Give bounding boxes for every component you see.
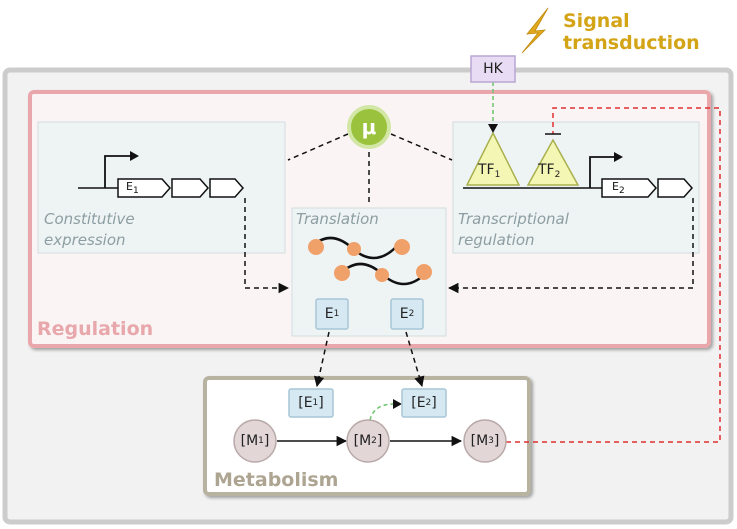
tf1-label: TF1 [478,162,501,180]
m2-to-e2-activation-head [393,399,402,409]
constitutive-promoter-head [130,151,139,161]
signal-line2: transduction [563,32,700,54]
gene-e2-label: E2 [612,180,625,196]
signal-transduction-label: Signal transduction [563,10,700,54]
ribosome-mrna-icon [308,236,432,286]
mu-link-left [287,133,349,161]
mu-label: μ [361,115,377,139]
tf1-triangle [465,131,521,186]
metabolism-title: Metabolism [214,469,339,491]
transcriptional-promoter-head [614,152,623,162]
gene-block-e2 [601,178,658,198]
feedback-m3-to-tf2 [506,107,721,443]
hk-box [470,55,516,83]
regulation-title: Regulation [37,318,154,340]
gene-block-e2-b [657,178,694,198]
m3-circle [463,419,507,463]
gene-block-e1 [117,178,172,198]
transcriptional-promoter [589,156,614,188]
hk-to-tf1-head [488,124,498,133]
m2-circle [346,419,390,463]
e1-translation-box [315,298,349,330]
signal-line1: Signal [563,10,630,32]
tf2-label: TF2 [538,162,561,180]
e2-concentration-box [401,388,447,418]
gene-e1-label: E1 [126,180,139,196]
transcriptional-to-translation-arrow [447,198,694,294]
hk-label: HK [483,61,503,77]
transcriptional-label-line2: regulation [458,231,535,249]
transcriptional-label-line1: Transcriptional [458,210,569,228]
tf2-triangle [526,138,580,186]
e2-translation-to-conc-arrow [405,331,425,388]
translation-label: Translation [296,210,379,228]
e1-translation-to-conc-arrow [313,331,330,388]
m1-circle [233,419,277,463]
lightning-bolt-icon [521,7,549,54]
gene-block-e1-a [171,178,210,198]
e2-translation-box [390,298,424,330]
gene-block-e1-b [209,178,245,198]
constitutive-label-line1: Constitutive [44,210,135,228]
constitutive-to-translation-arrow [244,198,290,294]
constitutive-label-line2: expression [44,231,126,249]
mu-link-right [390,133,453,161]
growth-rate-node [347,105,391,149]
e1-concentration-box [288,388,334,418]
constitutive-promoter [104,155,130,188]
